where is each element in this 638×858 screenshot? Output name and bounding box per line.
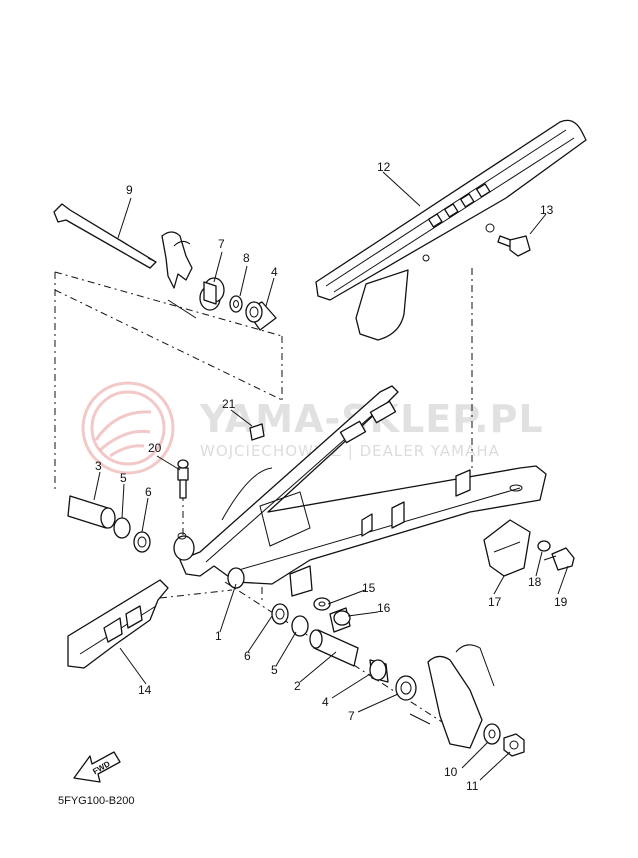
callout-1: 1 (215, 629, 222, 643)
grease-nipple (177, 459, 189, 499)
bolt-16 (329, 607, 351, 633)
collar-4-upper (245, 301, 277, 331)
callout-9: 9 (126, 183, 133, 197)
callout-16: 16 (377, 601, 391, 615)
chain-guard (315, 119, 587, 341)
seal-6-left (133, 531, 151, 553)
washer-10 (483, 723, 501, 745)
bushing-7-upper (199, 277, 225, 311)
pivot-shaft (53, 203, 157, 269)
callout-5-left: 5 (120, 471, 127, 485)
callout-21: 21 (222, 397, 236, 411)
bushing-5-lower (291, 615, 309, 637)
washer-8 (229, 295, 243, 313)
callout-14: 14 (138, 683, 152, 697)
frame-section-lower (409, 644, 495, 749)
callout-6-left: 6 (145, 485, 152, 499)
washer-18 (537, 540, 551, 552)
callout-7-upper: 7 (218, 237, 225, 251)
callouts: 12 13 9 7 8 4 21 20 3 5 6 1 6 5 2 4 7 15… (95, 160, 568, 793)
watermark-logo (81, 381, 175, 475)
swingarm (173, 385, 547, 597)
bolt-13 (497, 235, 531, 257)
callout-17: 17 (488, 595, 502, 609)
pipe-2 (309, 629, 359, 667)
frame-section-upper (161, 231, 197, 319)
seal-6-lower (271, 603, 289, 625)
callout-13: 13 (540, 203, 554, 217)
callout-15: 15 (362, 581, 376, 595)
callout-5-lower: 5 (271, 663, 278, 677)
callout-12: 12 (377, 160, 391, 174)
callout-11: 11 (466, 779, 479, 793)
callout-18: 18 (528, 575, 542, 589)
callout-10: 10 (444, 765, 458, 779)
guard-plate-17 (483, 519, 531, 577)
callout-6-lower: 6 (244, 649, 251, 663)
callout-3: 3 (95, 459, 102, 473)
washer-15 (313, 597, 331, 611)
callout-8: 8 (243, 251, 250, 265)
bolt-19 (543, 547, 575, 571)
callout-19: 19 (554, 595, 568, 609)
nut-11 (503, 733, 525, 757)
leader-lines (93, 171, 569, 781)
callout-2: 2 (294, 679, 301, 693)
callout-7-lower: 7 (348, 709, 355, 723)
callout-4-lower: 4 (322, 695, 329, 709)
pipe-3 (67, 495, 116, 529)
callout-20: 20 (148, 441, 162, 455)
collar-4-lower (369, 659, 389, 683)
bushing-5-left (113, 517, 131, 539)
chain-slider (67, 579, 169, 669)
diagram-code: 5FYG100-B200 (58, 795, 134, 807)
bushing-7-lower (395, 675, 417, 701)
label-21 (249, 423, 265, 441)
callout-4-upper: 4 (271, 265, 278, 279)
forward-arrow: FWD (73, 751, 121, 783)
watermark-subtitle: WOJCIECHOWICZ | DEALER YAMAHA (200, 442, 500, 460)
